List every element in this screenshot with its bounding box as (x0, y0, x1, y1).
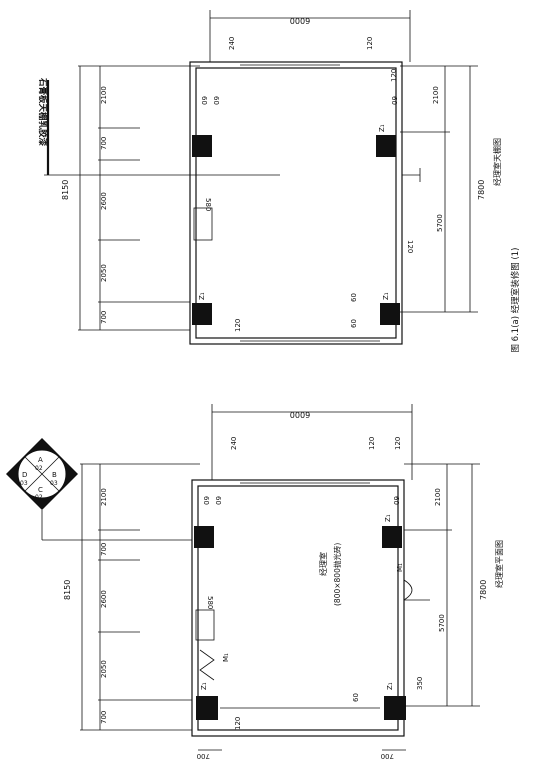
floor-door-label-1: M₁ (396, 563, 404, 572)
index-right: B (52, 471, 57, 479)
floor-dim-350: 350 (416, 677, 424, 690)
floor-dim-60-d: 60 (352, 693, 360, 702)
elevation-index-symbol: A 02 B 03 C 02 D 03 (6, 438, 192, 541)
floor-col-label-1: Z₁ (384, 514, 392, 522)
floor-dim-width: 6000 (290, 410, 310, 419)
floor-dim-580: 580 (206, 596, 214, 609)
floor-door-left (199, 649, 215, 681)
floor-dim-depth: 8150 (63, 580, 72, 600)
index-divider (24, 456, 60, 492)
ceiling-dim-120-bottom: 120 (234, 319, 242, 332)
floor-dim-left-4: 700 (100, 711, 108, 724)
ceiling-dim-60-d: 60 (350, 293, 358, 302)
floor-door-label-0: M₁ (222, 653, 230, 662)
ceiling-column (192, 303, 212, 325)
floor-column (382, 526, 402, 548)
floor-recess (195, 609, 215, 641)
floor-column (194, 526, 214, 548)
floor-column (196, 696, 218, 720)
floor-plan-inner-wall (197, 485, 399, 731)
floor-col-label-0: Z₁ (200, 682, 208, 690)
floor-dim-120-c: 120 (234, 717, 242, 730)
ceiling-dim-right-total: 7800 (477, 180, 486, 200)
index-left: D (22, 471, 27, 479)
ceiling-dim-width: 6000 (290, 16, 310, 25)
ceiling-dim-depth: 8150 (61, 180, 70, 200)
ceiling-dim-60-a: 60 (200, 96, 208, 105)
ceiling-dim-580: 580 (204, 198, 212, 211)
ceiling-dim-right-0: 2100 (432, 86, 440, 104)
floor-door-right (403, 579, 413, 601)
floor-dim-60-b: 60 (214, 496, 222, 505)
floor-dim-700-b: 700 (381, 752, 394, 760)
floor-dim-right-1: 5700 (438, 614, 446, 632)
ceiling-col-label-2: Z₁ (382, 292, 390, 300)
ceiling-dim-240: 240 (228, 37, 236, 50)
ceiling-dim-120-mid: 120 (406, 240, 414, 253)
room-name: 经理室 (318, 552, 328, 576)
floor-col-label-2: Z₁ (386, 682, 394, 690)
ceiling-dim-60-b: 60 (212, 96, 220, 105)
floor-dim-240: 240 (230, 437, 238, 450)
ceiling-plan: 6000 240 120 8150 2100 700 2600 2050 700… (37, 10, 502, 345)
ceiling-plan-outer-wall (189, 61, 403, 345)
ceiling-col-label-0: Z₁ (198, 292, 206, 300)
floor-plan-outer-wall (191, 479, 405, 737)
ceiling-column (380, 303, 400, 325)
index-bottom-sub: 02 (35, 494, 43, 501)
floor-dim-120-a: 120 (368, 437, 376, 450)
ceiling-dim-right-1: 5700 (436, 214, 444, 232)
floor-column (384, 696, 406, 720)
floor-spec: (800×800抛光砖) (332, 543, 342, 606)
ceiling-col-label-1: Z₁ (378, 124, 386, 132)
floor-dim-left-0: 2100 (100, 488, 108, 506)
ceiling-plan-title: 经理室天棚图 (492, 138, 502, 186)
floor-dim-120-b: 120 (394, 437, 402, 450)
ceiling-plan-inner-wall (195, 67, 397, 339)
floor-dim-60-a: 60 (202, 496, 210, 505)
ceiling-dim-left-4: 700 (100, 311, 108, 324)
index-right-sub: 03 (50, 480, 58, 487)
ceiling-column (376, 135, 396, 157)
floor-dim-left-3: 2050 (100, 660, 108, 678)
ceiling-dim-60-e: 60 (350, 319, 358, 328)
index-bottom: C (38, 486, 43, 494)
ceiling-recess (193, 207, 213, 241)
index-top-sub: 02 (35, 465, 43, 472)
floor-dim-left-2: 2600 (100, 590, 108, 608)
floor-dim-left-1: 700 (100, 543, 108, 556)
floor-dim-60-c: 60 (392, 496, 400, 505)
ceiling-note: 石膏板天棚乳胶漆 (37, 77, 48, 147)
floor-dim-right-0: 2100 (434, 488, 442, 506)
ceiling-dim-120-right: 120 (390, 69, 398, 82)
floor-dim-right-total: 7800 (479, 580, 488, 600)
ceiling-dim-left-0: 2100 (100, 86, 108, 104)
ceiling-column (192, 135, 212, 157)
floor-dim-700-a: 700 (197, 752, 210, 760)
ceiling-dim-60-c: 60 (390, 96, 398, 105)
ceiling-dim-left-1: 700 (100, 137, 108, 150)
floor-plan: 6000 240 120 120 8150 2100 700 2600 2050… (63, 404, 504, 760)
index-top: A (38, 456, 43, 464)
ceiling-dim-left-3: 2050 (100, 264, 108, 282)
floor-plan-title: 经理室平面图 (494, 540, 504, 588)
ceiling-dim-120: 120 (366, 37, 374, 50)
ceiling-dim-left-2: 2600 (100, 192, 108, 210)
figure-caption: 图 6.1(a) 经理室装修图 (1) (510, 247, 521, 352)
index-left-sub: 03 (20, 480, 28, 487)
